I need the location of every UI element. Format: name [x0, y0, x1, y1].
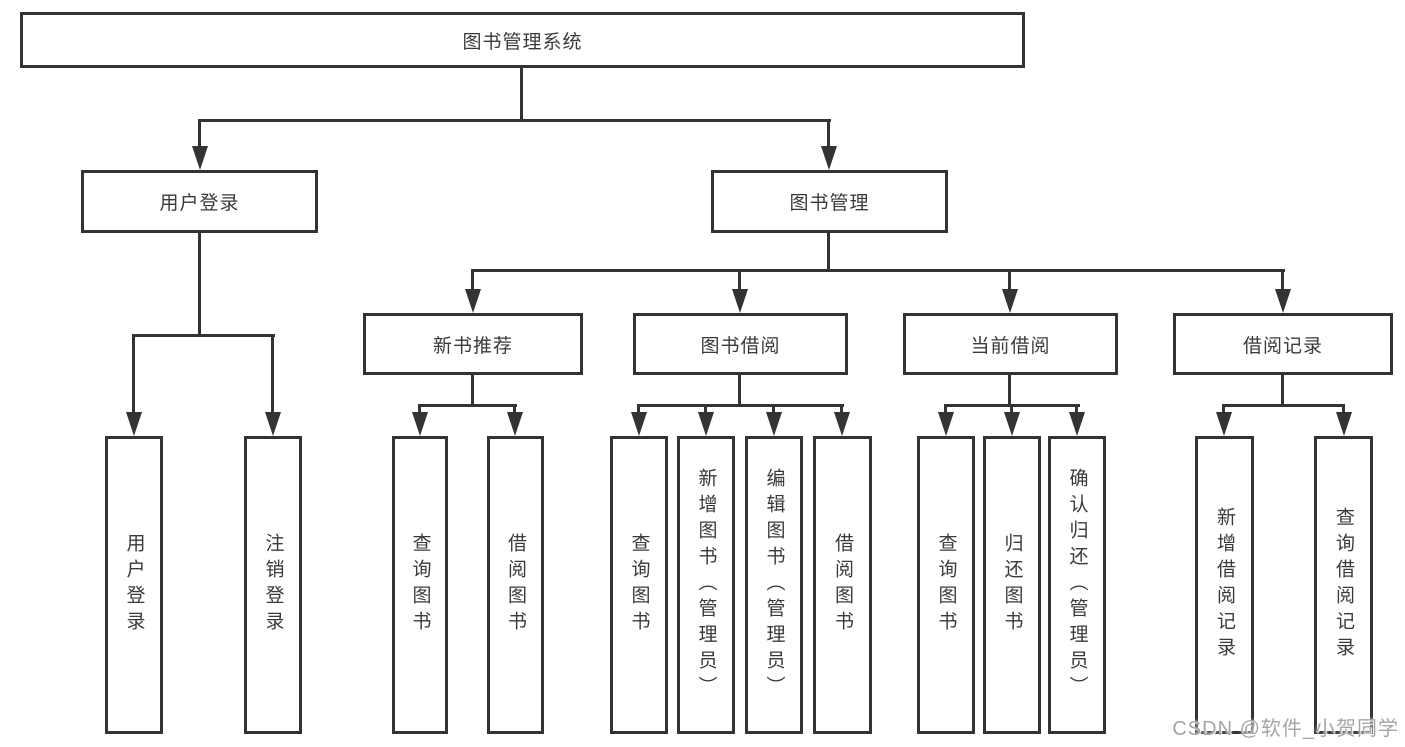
- arrow-down-icon: [631, 412, 647, 436]
- leaf-confirm-return-admin-label: 确认归还（管理员）: [1066, 468, 1088, 702]
- leaf-borrow-books-recommend-label: 借阅图书: [505, 533, 526, 637]
- leaf-borrow-books: 借阅图书: [813, 436, 872, 734]
- edge-to-leaf: [1075, 404, 1078, 414]
- edge-to-leaf-user-login: [132, 334, 135, 414]
- node-borrow-records-label: 借阅记录: [1242, 335, 1323, 357]
- leaf-return-books: 归还图书: [983, 436, 1041, 734]
- edge-to-leaf: [1342, 404, 1345, 414]
- leaf-borrow-books-label: 借阅图书: [832, 533, 853, 637]
- edge-to-current-borrow: [1008, 269, 1011, 291]
- node-current-borrow-label: 当前借阅: [970, 335, 1051, 357]
- leaf-add-borrow-record: 新增借阅记录: [1195, 436, 1254, 734]
- root-node-library-system: 图书管理系统: [20, 12, 1025, 68]
- leaf-query-borrow-record: 查询借阅记录: [1314, 436, 1373, 734]
- arrow-down-icon: [126, 412, 142, 436]
- edge-to-leaf: [637, 404, 640, 414]
- node-book-borrow: 图书借阅: [633, 313, 848, 375]
- edge-to-new-book-recommend: [471, 269, 474, 291]
- leaf-add-books-admin: 新增图书（管理员）: [677, 436, 735, 734]
- arrow-down-icon: [507, 412, 523, 436]
- leaf-query-borrow-record-label: 查询借阅记录: [1333, 507, 1354, 663]
- edge-book-borrow-branch: [637, 404, 844, 407]
- edge-new-book-recommend-branch: [418, 404, 517, 407]
- arrow-down-icon: [1002, 289, 1018, 313]
- arrow-down-icon: [1004, 412, 1020, 436]
- edge-borrow-records-branch: [1222, 404, 1345, 407]
- node-current-borrow: 当前借阅: [903, 313, 1118, 375]
- leaf-logout: 注销登录: [244, 436, 302, 734]
- edge-to-leaf: [1222, 404, 1225, 414]
- edge-to-leaf: [840, 404, 843, 414]
- leaf-add-borrow-record-label: 新增借阅记录: [1214, 507, 1235, 663]
- leaf-query-books-current-label: 查询图书: [935, 533, 957, 637]
- edge-user-login-trunk: [198, 231, 201, 337]
- root-node-label: 图书管理系统: [462, 31, 583, 53]
- arrow-down-icon: [766, 412, 782, 436]
- leaf-query-books-borrow-label: 查询图书: [628, 533, 650, 637]
- edge-borrow-records-trunk: [1281, 373, 1284, 407]
- node-book-management: 图书管理: [711, 170, 948, 233]
- arrow-down-icon: [938, 412, 954, 436]
- edge-root-branch: [198, 119, 831, 122]
- edge-book-management-branch: [471, 269, 1285, 272]
- arrow-down-icon: [192, 146, 208, 170]
- node-new-book-recommend: 新书推荐: [363, 313, 583, 375]
- leaf-logout-label: 注销登录: [262, 533, 284, 637]
- arrow-down-icon: [834, 412, 850, 436]
- edge-to-leaf: [772, 404, 775, 414]
- node-new-book-recommend-label: 新书推荐: [432, 335, 513, 357]
- watermark: CSDN @软件_小贺同学: [1172, 718, 1399, 740]
- edge-to-book-borrow: [738, 269, 741, 291]
- leaf-edit-books-admin: 编辑图书（管理员）: [745, 436, 803, 734]
- arrow-down-icon: [465, 289, 481, 313]
- leaf-add-books-admin-label: 新增图书（管理员）: [695, 468, 717, 702]
- edge-current-borrow-trunk: [1008, 373, 1011, 407]
- leaf-user-login-label: 用户登录: [123, 533, 145, 637]
- edge-book-management-trunk: [827, 231, 830, 272]
- edge-root-trunk: [520, 66, 523, 122]
- edge-to-leaf: [513, 404, 516, 414]
- edge-to-user-login: [198, 119, 201, 151]
- leaf-query-books-recommend: 查询图书: [392, 436, 448, 734]
- arrow-down-icon: [1336, 412, 1352, 436]
- edge-new-book-recommend-trunk: [471, 373, 474, 407]
- arrow-down-icon: [1069, 412, 1085, 436]
- arrow-down-icon: [698, 412, 714, 436]
- node-borrow-records: 借阅记录: [1173, 313, 1393, 375]
- arrow-down-icon: [1275, 289, 1291, 313]
- edge-to-borrow-records: [1281, 269, 1284, 291]
- leaf-borrow-books-recommend: 借阅图书: [487, 436, 544, 734]
- leaf-edit-books-admin-label: 编辑图书（管理员）: [763, 468, 785, 702]
- edge-to-leaf-logout: [271, 334, 274, 414]
- edge-user-login-branch: [132, 334, 275, 337]
- arrow-down-icon: [732, 289, 748, 313]
- edge-book-borrow-trunk: [738, 373, 741, 407]
- leaf-query-books-recommend-label: 查询图书: [409, 533, 431, 637]
- leaf-query-books-current: 查询图书: [917, 436, 975, 734]
- arrow-down-icon: [265, 412, 281, 436]
- leaf-user-login: 用户登录: [105, 436, 163, 734]
- leaf-confirm-return-admin: 确认归还（管理员）: [1048, 436, 1106, 734]
- node-user-login-label: 用户登录: [159, 193, 240, 214]
- leaf-return-books-label: 归还图书: [1001, 533, 1023, 637]
- node-book-management-label: 图书管理: [789, 193, 870, 214]
- arrow-down-icon: [412, 412, 428, 436]
- edge-to-leaf: [418, 404, 421, 414]
- arrow-down-icon: [821, 146, 837, 170]
- node-user-login: 用户登录: [81, 170, 318, 233]
- node-book-borrow-label: 图书借阅: [700, 335, 781, 357]
- edge-to-leaf: [944, 404, 947, 414]
- arrow-down-icon: [1216, 412, 1232, 436]
- edge-to-book-management: [827, 119, 830, 151]
- edge-to-leaf: [1010, 404, 1013, 414]
- edge-to-leaf: [704, 404, 707, 414]
- leaf-query-books-borrow: 查询图书: [610, 436, 668, 734]
